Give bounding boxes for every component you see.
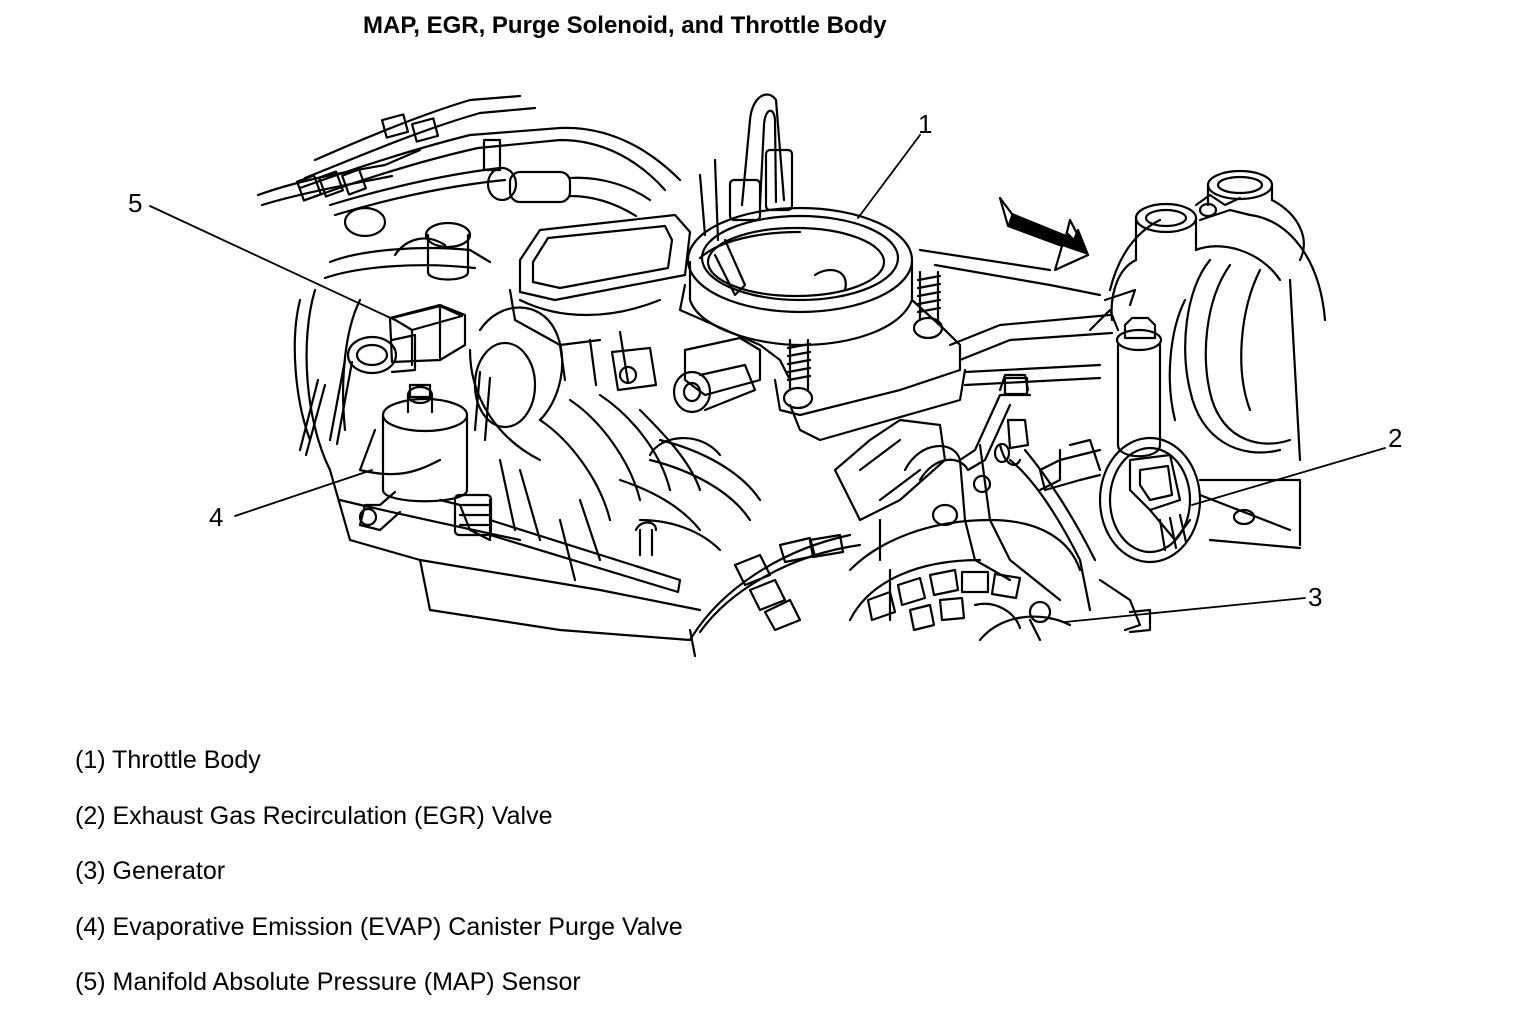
page-title: MAP, EGR, Purge Solenoid, and Throttle B… (363, 12, 887, 39)
vacuum-hose (698, 93, 794, 242)
leader-1 (857, 134, 921, 219)
callout-3: 3 (1308, 582, 1322, 612)
engine-diagram: 1 2 3 4 5 (128, 93, 1402, 658)
exhaust-manifold (1110, 169, 1327, 550)
generator (688, 418, 1082, 642)
callout-5: 5 (128, 188, 142, 218)
callout-4: 4 (209, 502, 223, 532)
legend-item-generator: (3) Generator (75, 857, 226, 885)
leader-2 (1191, 447, 1386, 506)
callout-2: 2 (1388, 423, 1402, 453)
legend-item-egr-valve: (2) Exhaust Gas Recirculation (EGR) Valv… (75, 801, 553, 830)
direction-arrow (998, 196, 1090, 272)
wiring-harness (256, 94, 682, 217)
legend-item-throttle-body: (1) Throttle Body (75, 746, 261, 774)
legend-item-evap-purge-valve: (4) Evaporative Emission (EVAP) Canister… (75, 912, 683, 941)
callout-1: 1 (918, 109, 932, 139)
legend-item-map-sensor: (5) Manifold Absolute Pressure (MAP) Sen… (75, 968, 581, 996)
map-sensor (346, 303, 467, 375)
callout-leaders (149, 134, 1386, 623)
throttle-body (610, 206, 967, 442)
egr-valve (1038, 316, 1202, 564)
leader-5 (149, 205, 396, 321)
leader-4 (234, 469, 373, 517)
fittings-top (323, 166, 652, 281)
leader-3 (1064, 597, 1306, 623)
egr-bracket (903, 373, 1152, 634)
evap-purge-valve (358, 383, 682, 594)
engine-block-left (293, 288, 702, 658)
intake-runners (498, 393, 762, 582)
valve-cover (918, 218, 1162, 387)
intake-plenum (468, 213, 692, 462)
component-legend: (1) Throttle Body (2) Exhaust Gas Recirc… (75, 733, 683, 1011)
